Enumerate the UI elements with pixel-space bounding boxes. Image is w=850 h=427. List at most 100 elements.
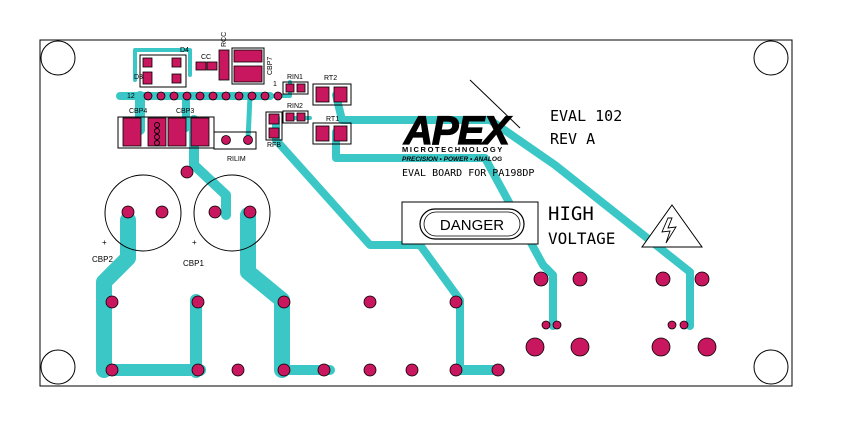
capacitor-outline bbox=[104, 174, 182, 252]
label-rfb: RFB bbox=[267, 142, 281, 149]
output-pad-small bbox=[541, 320, 551, 330]
terminal-pad bbox=[191, 363, 205, 377]
danger-badge: DANGER bbox=[401, 201, 539, 245]
label-rilim: RILIM bbox=[227, 156, 246, 163]
output-pad bbox=[655, 271, 671, 287]
lightning-bolt bbox=[661, 217, 677, 244]
capacitor-cbp2 bbox=[104, 174, 182, 252]
terminal-pad bbox=[191, 295, 205, 309]
board-revision: REV A bbox=[550, 130, 595, 148]
header-pad bbox=[156, 91, 166, 101]
outline-rt2 bbox=[312, 83, 352, 106]
header-pad bbox=[260, 91, 270, 101]
terminal-pad bbox=[105, 295, 119, 309]
label-rcc: RCC bbox=[221, 32, 228, 47]
label-cbp4: CBP4 bbox=[129, 108, 147, 115]
smd-pad-rt2 bbox=[315, 86, 330, 103]
smd-pad-d3 bbox=[142, 71, 153, 85]
outline-rin1 bbox=[282, 81, 309, 95]
outline-rfb bbox=[265, 111, 283, 141]
terminal-pad bbox=[363, 295, 377, 309]
terminal-pad bbox=[317, 363, 331, 377]
output-pad-small bbox=[679, 320, 689, 330]
capacitor-pad bbox=[208, 205, 222, 219]
label-rt2: RT2 bbox=[324, 75, 337, 82]
smd-pad-cbp7 bbox=[233, 49, 263, 63]
outline-rin2 bbox=[282, 110, 309, 124]
output-pad-large bbox=[525, 337, 545, 357]
outline-rt1 bbox=[312, 122, 352, 145]
label-cbp1: CBP1 bbox=[183, 259, 204, 268]
mounting-holes bbox=[40, 40, 789, 385]
terminal-pad bbox=[449, 363, 463, 377]
output-pad-small bbox=[667, 320, 677, 330]
header-pad bbox=[247, 91, 257, 101]
logo-tagline: PRECISION • POWER • ANALOG bbox=[402, 156, 502, 163]
output-pad bbox=[694, 271, 710, 287]
terminal-pad bbox=[277, 295, 291, 309]
header-pad bbox=[221, 91, 231, 101]
label-rin1: RIN1 bbox=[287, 74, 303, 81]
pads bbox=[122, 49, 348, 147]
smd-pad-cc bbox=[195, 61, 207, 71]
polarity-plus-cbp2: + bbox=[102, 238, 107, 247]
smd-pad-d3 bbox=[142, 57, 153, 68]
capacitor-pad bbox=[155, 205, 169, 219]
via-pad bbox=[180, 165, 194, 179]
output-pad-small bbox=[552, 320, 562, 330]
mounting-hole-top-right bbox=[753, 40, 789, 76]
trace-rilim-link bbox=[245, 93, 253, 143]
smd-pad-cbp4 bbox=[122, 117, 142, 147]
label-rt1: RT1 bbox=[326, 116, 339, 123]
pin-marker bbox=[154, 128, 160, 134]
logo-text: APEX bbox=[403, 109, 512, 153]
label-rin2: RIN2 bbox=[287, 103, 303, 110]
terminal-pad bbox=[449, 295, 463, 309]
smd-pad-rin2 bbox=[285, 112, 295, 122]
label-cbp3: CBP3 bbox=[176, 108, 194, 115]
terminal-pad bbox=[105, 363, 119, 377]
pad-rilim bbox=[243, 135, 253, 145]
trace-rt2-output bbox=[332, 91, 694, 330]
trace-cbp1-column bbox=[240, 207, 290, 378]
smd-pad-rcc bbox=[218, 49, 230, 81]
smd-pad-rt1 bbox=[315, 125, 330, 142]
header-pad bbox=[143, 91, 153, 101]
pad-rilim bbox=[221, 135, 231, 145]
smd-pad-rin1 bbox=[285, 83, 295, 93]
outline-rilim bbox=[213, 131, 257, 150]
smd-pad-rin1 bbox=[296, 83, 306, 93]
capacitor-pad bbox=[121, 205, 135, 219]
smd-pad-rt2 bbox=[333, 86, 348, 103]
terminal-pad bbox=[363, 363, 377, 377]
danger-inner-pill-2 bbox=[423, 211, 521, 237]
apex-logo: APEX MICROTECHNOLOGY PRECISION • POWER •… bbox=[402, 79, 521, 163]
output-pad-large bbox=[697, 337, 717, 357]
label-cbp2: CBP2 bbox=[92, 255, 113, 264]
warning-line-voltage: VOLTAGE bbox=[548, 229, 615, 248]
polarity-plus-cbp1: + bbox=[192, 238, 197, 247]
header-pad bbox=[195, 91, 205, 101]
capacitor-cbp1 bbox=[193, 174, 271, 252]
header-pad bbox=[273, 91, 283, 101]
smd-pad-rt1 bbox=[333, 125, 348, 142]
warning-triangle bbox=[641, 204, 703, 248]
pin-marker bbox=[154, 140, 160, 146]
output-pad-large bbox=[651, 337, 671, 357]
header-pad bbox=[182, 91, 192, 101]
mounting-hole-top-left bbox=[40, 40, 76, 76]
smd-pad-rfb bbox=[268, 127, 280, 139]
trace-left-column bbox=[96, 212, 136, 378]
label-pin1: 1 bbox=[273, 81, 277, 88]
output-pad-large bbox=[570, 337, 590, 357]
danger-label: DANGER bbox=[440, 217, 504, 234]
outline-d3-d4 bbox=[139, 54, 187, 88]
warning-line-high: HIGH bbox=[548, 203, 594, 225]
output-pad bbox=[533, 271, 549, 287]
outline-cbp7 bbox=[231, 47, 265, 85]
header-pad bbox=[169, 91, 179, 101]
capacitor-outline bbox=[193, 174, 271, 252]
terminal-pad bbox=[231, 363, 245, 377]
header-pad bbox=[234, 91, 244, 101]
